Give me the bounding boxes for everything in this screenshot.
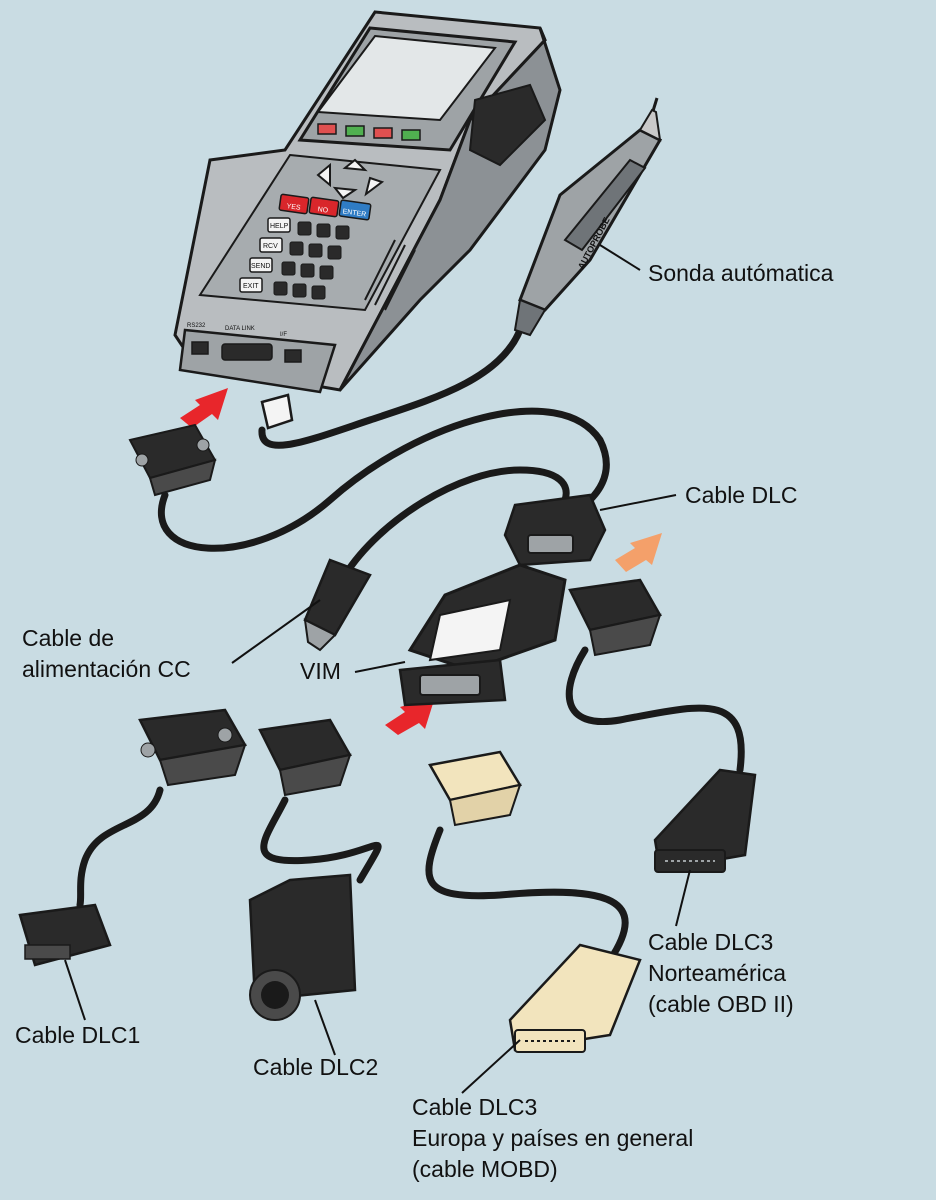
label-dlc3-eu-line3: (cable MOBD) <box>412 1156 558 1182</box>
insertion-arrows <box>180 388 662 735</box>
arrow-orange-dlc <box>615 533 662 572</box>
numeric-keys <box>273 221 350 300</box>
label-dc-power: Cable de alimentación CC <box>22 623 191 685</box>
yes-key <box>278 193 310 215</box>
label-dlc3-eu: Cable DLC3 Europa y países en general (c… <box>412 1092 693 1185</box>
vim-module <box>398 563 567 707</box>
label-dlc3-na-line2: Norteamérica <box>648 960 787 986</box>
tester-screen <box>316 34 497 122</box>
send-key-label: SEND <box>251 263 270 270</box>
label-dlc-cable-text: Cable DLC <box>685 482 798 508</box>
vim-label-plate <box>428 598 512 662</box>
rcv-key-label: RCV <box>263 243 278 250</box>
label-autoprobe-text: Sonda autómatica <box>648 260 834 286</box>
label-dlc3-na: Cable DLC3 Norteamérica (cable OBD II) <box>648 927 794 1020</box>
dlc-connector <box>503 493 607 567</box>
leader-dlc3-eu <box>461 1039 521 1094</box>
leader-vim <box>354 661 406 673</box>
power-cable <box>341 466 570 579</box>
dc-power-plug <box>303 558 372 652</box>
label-dlc3-na-line3: (cable OBD II) <box>648 991 794 1017</box>
cables <box>76 326 745 964</box>
label-dlc2: Cable DLC2 <box>253 1052 378 1083</box>
arrow-red-vim <box>385 697 435 735</box>
probe-tip <box>638 108 662 142</box>
rs232-port-label: RS232 <box>187 323 206 329</box>
help-key-label: HELP <box>270 223 289 230</box>
leader-autoprobe <box>599 244 641 271</box>
dlc3-eu-serial-connector <box>428 750 522 827</box>
label-dlc3-eu-line1: Cable DLC3 <box>412 1094 538 1120</box>
label-dc-power-line1: Cable de <box>22 625 115 651</box>
ports <box>191 341 302 363</box>
enter-key-label: ENTER <box>342 208 366 218</box>
port-panel <box>178 328 337 394</box>
dlc3-eu-obd-plug <box>508 943 642 1053</box>
dlc3-na-cable <box>565 646 745 774</box>
label-dlc1: Cable DLC1 <box>15 1020 140 1051</box>
label-dlc2-text: Cable DLC2 <box>253 1054 379 1080</box>
no-key-label: NO <box>317 206 329 214</box>
dlc1-plug <box>18 903 112 967</box>
probe-cable <box>258 326 524 449</box>
grip-ridges <box>364 239 416 311</box>
label-dlc3-na-line1: Cable DLC3 <box>648 929 774 955</box>
dlc2-cable <box>260 796 382 884</box>
belt-clip <box>468 83 547 167</box>
label-dc-power-line2: alimentación CC <box>22 656 191 682</box>
dlc3-na-serial-connector <box>568 578 662 657</box>
probe-grip <box>563 158 647 252</box>
vim-port <box>419 674 481 696</box>
if-port-label: I/F <box>280 332 287 338</box>
dlc2-round-plug <box>248 873 357 1021</box>
dlc1-cable <box>76 786 164 909</box>
dlc1-serial-connector <box>138 708 247 787</box>
dlc3-eu-cable <box>425 826 629 964</box>
label-vim-text: VIM <box>300 658 341 684</box>
status-leds <box>317 123 421 141</box>
leader-lines <box>64 244 691 1094</box>
label-autoprobe: Sonda autómatica <box>648 258 833 289</box>
dlc2-serial-connector <box>258 718 352 797</box>
dlc3-na-obd-plug <box>653 768 757 873</box>
probe-cable-boot <box>513 298 547 337</box>
enter-key <box>338 199 372 221</box>
label-vim: VIM <box>300 656 341 687</box>
data-link-port-label: DATA LINK <box>225 326 255 332</box>
leader-dlc2 <box>314 999 336 1056</box>
leader-dlc-cable <box>599 494 677 511</box>
label-dlc3-eu-line2: Europa y países en general <box>412 1125 694 1151</box>
label-dlc-cable: Cable DLC <box>685 480 798 511</box>
yes-key-label: YES <box>286 203 301 212</box>
leader-dlc1 <box>64 959 86 1021</box>
exit-key-label: EXIT <box>243 283 259 290</box>
autoprobe: AUTOPROBE <box>513 97 663 337</box>
serial-connector <box>128 423 217 497</box>
hand-held-tester: YES NO ENTER HELP RCV SEND EXIT RS232 <box>173 10 562 394</box>
rj-plug <box>260 393 294 430</box>
main-cable <box>158 407 610 552</box>
arrow-keys <box>316 158 385 200</box>
no-key <box>308 196 340 218</box>
arrow-red-tester <box>180 388 228 428</box>
label-dlc1-text: Cable DLC1 <box>15 1022 141 1048</box>
side-keys <box>239 217 291 293</box>
leader-dc-power <box>231 599 321 664</box>
leader-dlc3-na <box>675 869 691 927</box>
